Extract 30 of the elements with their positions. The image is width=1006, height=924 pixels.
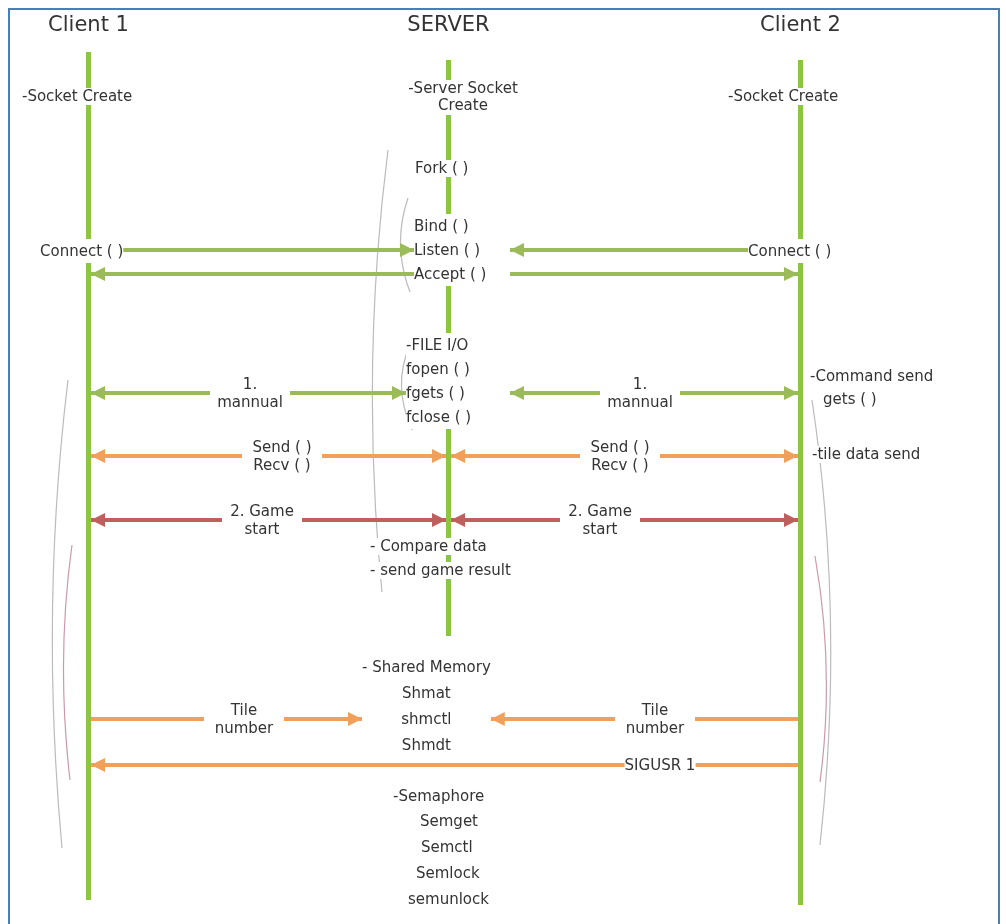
arrow [91, 758, 798, 772]
function-name: Shmdt [400, 735, 452, 756]
note-text: -Server Socket Create [408, 80, 518, 115]
note-text: - send game result [370, 562, 511, 580]
function-name: Accept ( ) [414, 264, 488, 285]
note-text: Fork ( ) [415, 160, 469, 178]
function-name: shmctl [400, 709, 453, 730]
function-name: Connect ( ) [40, 241, 124, 262]
function-name: fclose ( ) [406, 407, 473, 428]
note-text: -Socket Create [22, 88, 133, 106]
edge-label: Send ( ) Recv ( ) [580, 438, 660, 474]
note-text: gets ( ) [823, 391, 877, 409]
arrow [91, 267, 414, 281]
note-text: -Socket Create [728, 88, 839, 106]
function-name: Bind ( ) [414, 216, 470, 237]
function-name: - Shared Memory [362, 657, 491, 678]
arrow [123, 243, 414, 257]
function-name: -FILE I/O [406, 335, 470, 356]
function-name: fopen ( ) [406, 359, 471, 380]
function-name: Connect ( ) [748, 241, 832, 262]
note-text: Semget [420, 813, 478, 831]
function-name: Shmat [401, 683, 452, 704]
edge-label: Send ( ) Recv ( ) [242, 438, 322, 474]
note-text: -tile data send [812, 446, 921, 464]
arrow [510, 243, 748, 257]
function-name: fgets ( ) [406, 383, 466, 404]
arrow [510, 267, 798, 281]
function-name: Listen ( ) [414, 240, 482, 261]
note-text: -Semaphore [393, 788, 485, 806]
note-text: - Compare data [370, 538, 487, 556]
